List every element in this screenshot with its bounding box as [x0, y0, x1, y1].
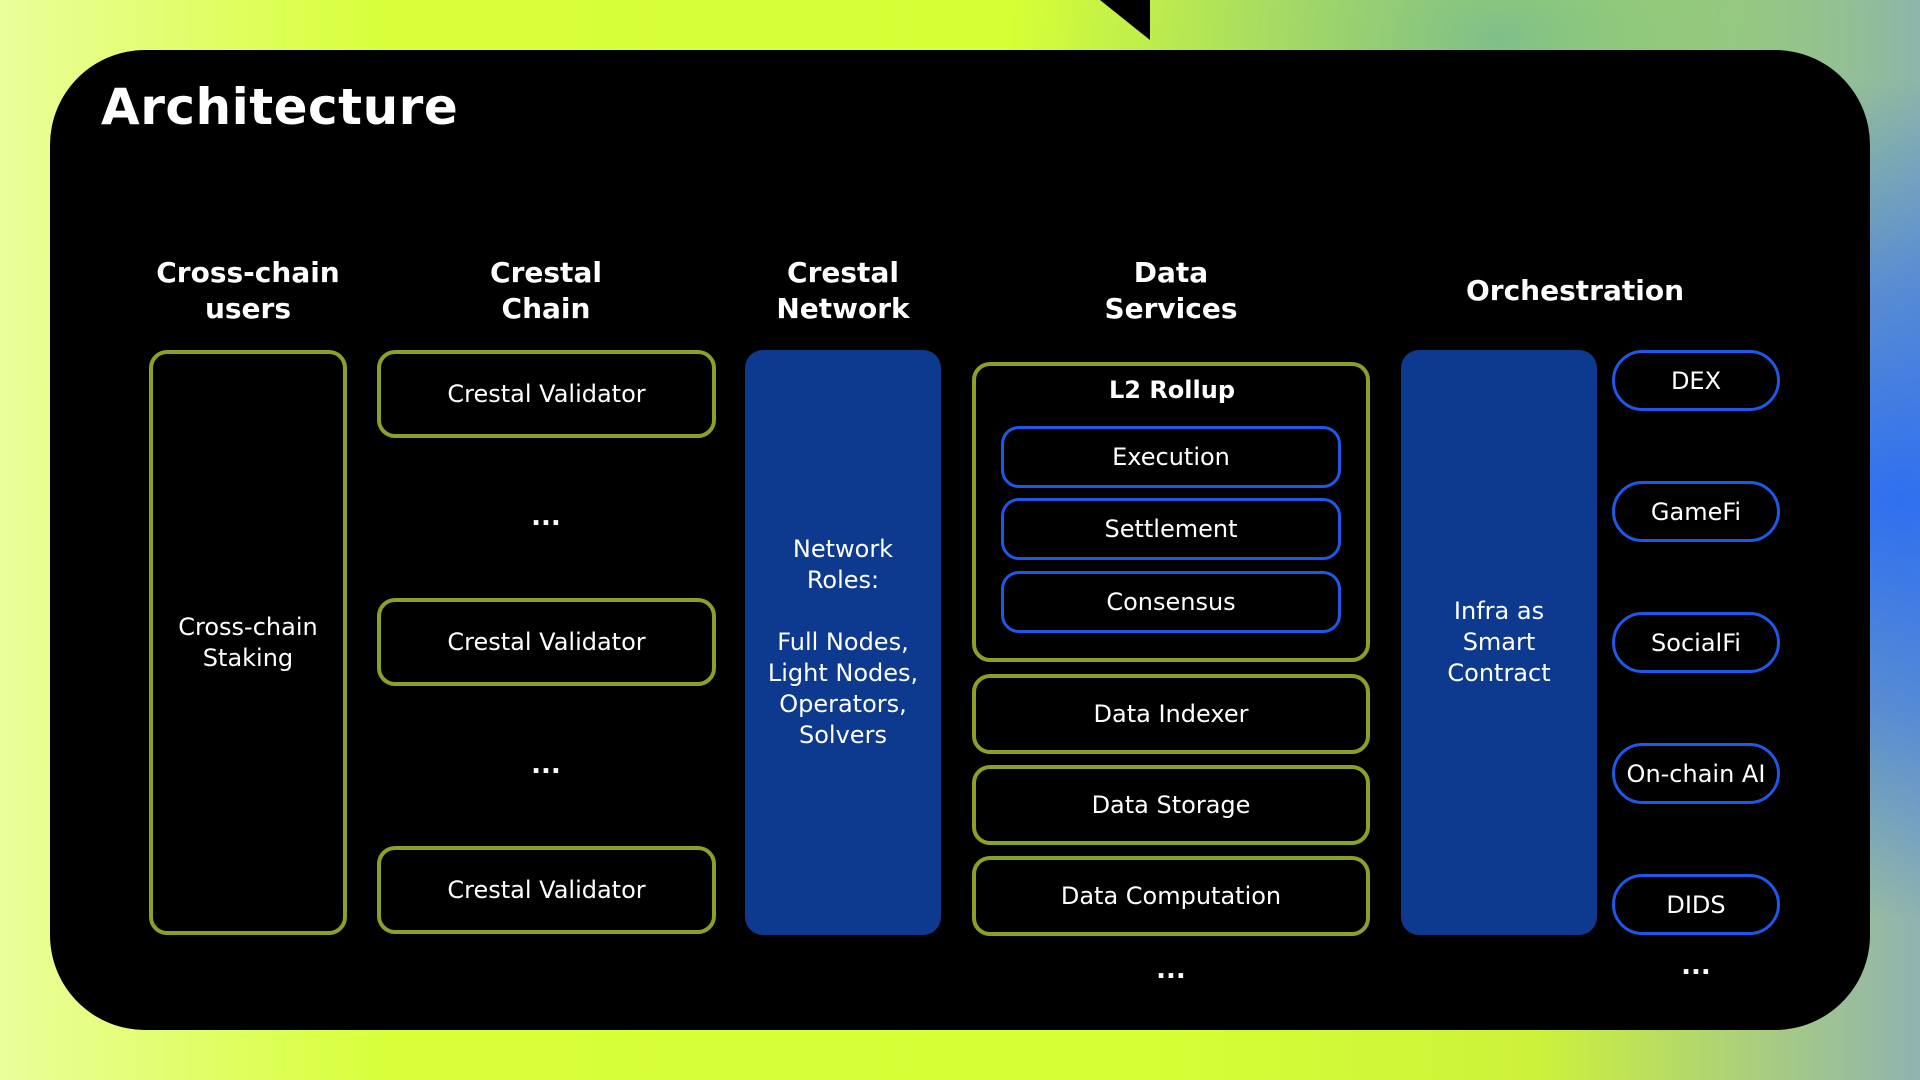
app-on-chain-ai: On-chain AI — [1612, 743, 1780, 804]
data-indexer-box: Data Indexer — [972, 674, 1370, 754]
header-crestal-network: Crestal Network — [776, 256, 910, 325]
chain-ellipsis-1: ... — [531, 502, 561, 532]
header-cross-chain-users: Cross-chain users — [156, 256, 340, 325]
network-roles-box: Network Roles: Full Nodes, Light Nodes, … — [745, 350, 941, 935]
header-data-services: Data Services — [1104, 256, 1238, 325]
apps-ellipsis: ... — [1681, 951, 1711, 981]
consensus-box: Consensus — [1001, 571, 1341, 633]
app-socialfi: SocialFi — [1612, 612, 1780, 673]
crestal-validator-box-2: Crestal Validator — [377, 598, 716, 686]
app-gamefi: GameFi — [1612, 481, 1780, 542]
data-computation-box: Data Computation — [972, 856, 1370, 936]
crestal-validator-box-1: Crestal Validator — [377, 350, 716, 438]
l2-rollup-title: L2 Rollup — [1108, 376, 1236, 404]
app-dex: DEX — [1612, 350, 1780, 411]
crestal-validator-box-3: Crestal Validator — [377, 846, 716, 934]
top-notch-decoration — [1100, 0, 1150, 40]
header-crestal-chain: Crestal Chain — [490, 256, 602, 325]
data-storage-box: Data Storage — [972, 765, 1370, 845]
l2-rollup-container — [972, 362, 1370, 662]
cross-chain-staking-box: Cross-chain Staking — [149, 350, 347, 935]
app-dids: DIDS — [1612, 874, 1780, 935]
data-ellipsis: ... — [1156, 955, 1186, 985]
header-orchestration: Orchestration — [1465, 274, 1685, 307]
page-title: Architecture — [101, 78, 459, 136]
execution-box: Execution — [1001, 426, 1341, 488]
settlement-box: Settlement — [1001, 498, 1341, 560]
infra-smart-contract-box: Infra as Smart Contract — [1401, 350, 1597, 935]
chain-ellipsis-2: ... — [531, 750, 561, 780]
